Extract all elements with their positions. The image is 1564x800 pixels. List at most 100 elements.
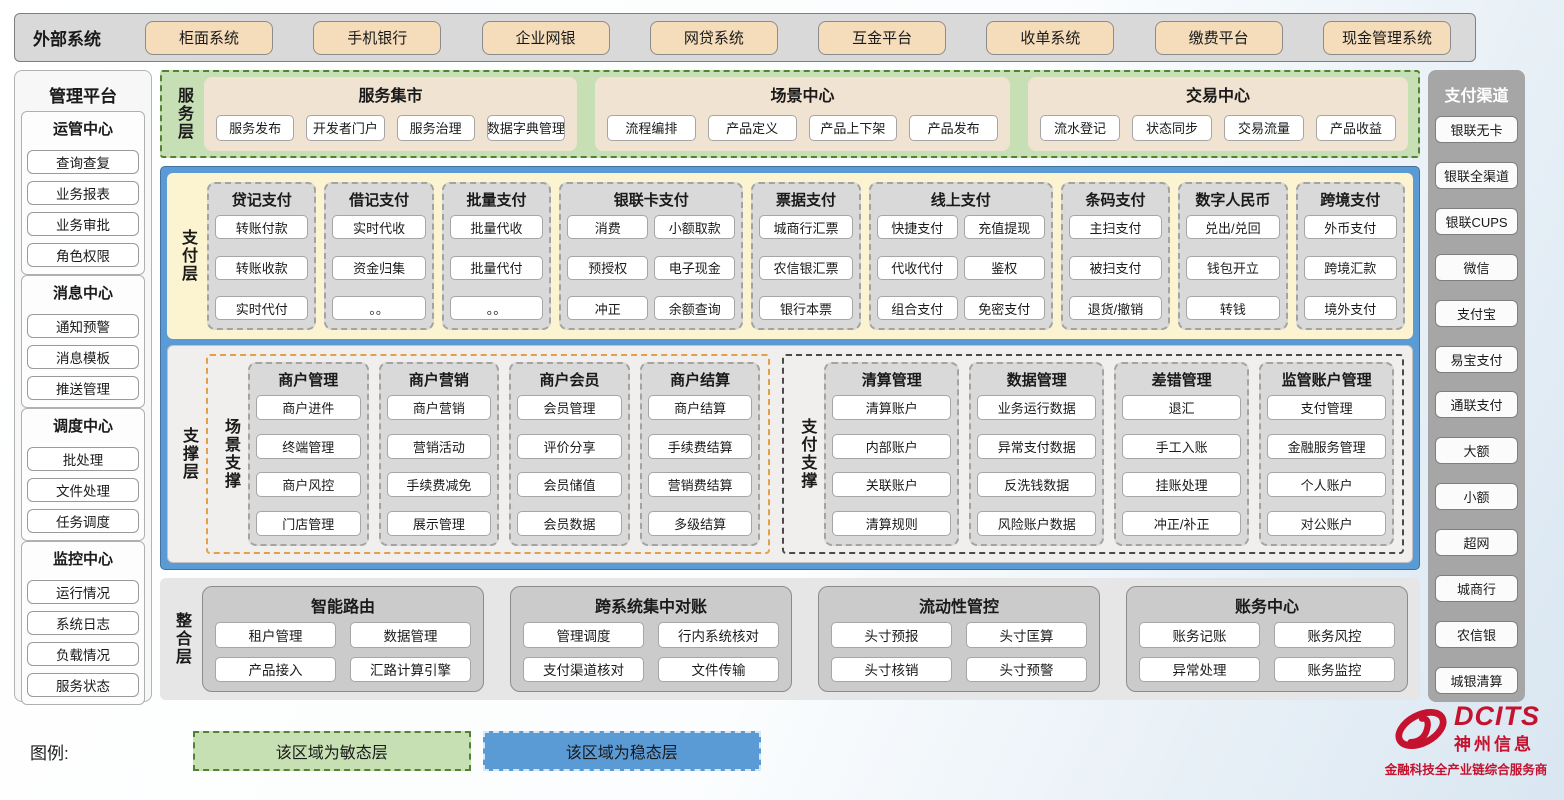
- support-item-button[interactable]: 金融服务管理: [1267, 433, 1387, 459]
- payment-item-button[interactable]: 消费: [567, 215, 649, 239]
- support-item-button[interactable]: 反洗钱数据: [977, 472, 1097, 498]
- payment-channel-button[interactable]: 大额: [1435, 437, 1518, 465]
- payment-channel-button[interactable]: 银联无卡: [1435, 116, 1518, 143]
- payment-item-button[interactable]: 城商行汇票: [759, 215, 853, 239]
- support-item-button[interactable]: 会员管理: [517, 395, 622, 420]
- payment-channel-button[interactable]: 通联支付: [1435, 391, 1518, 419]
- support-item-button[interactable]: 门店管理: [256, 510, 361, 536]
- integration-item-button[interactable]: 异常处理: [1139, 656, 1260, 682]
- payment-item-button[interactable]: 退货/撤销: [1068, 296, 1163, 320]
- support-item-button[interactable]: 手续费结算: [647, 433, 753, 459]
- support-item-button[interactable]: 支付管理: [1267, 395, 1387, 420]
- support-item-button[interactable]: 冲正/补正: [1122, 510, 1242, 536]
- integration-item-button[interactable]: 文件传输: [658, 656, 779, 682]
- payment-item-button[interactable]: 转账收款: [215, 255, 309, 280]
- service-item-button[interactable]: 流水登记: [1039, 114, 1120, 141]
- sidebar-item-button[interactable]: 消息模板: [27, 345, 139, 369]
- sidebar-item-button[interactable]: 服务状态: [27, 673, 139, 697]
- payment-item-button[interactable]: 境外支付: [1303, 296, 1397, 320]
- external-system-button[interactable]: 企业网银: [481, 20, 610, 55]
- external-system-button[interactable]: 网贷系统: [649, 20, 778, 55]
- payment-item-button[interactable]: 外币支付: [1303, 215, 1397, 239]
- support-item-button[interactable]: 退汇: [1122, 395, 1242, 420]
- integration-item-button[interactable]: 数据管理: [350, 622, 471, 648]
- support-item-button[interactable]: 风险账户数据: [977, 510, 1097, 536]
- payment-item-button[interactable]: 预授权: [567, 255, 649, 280]
- payment-item-button[interactable]: 主扫支付: [1068, 215, 1163, 239]
- payment-item-button[interactable]: 鉴权: [963, 255, 1045, 280]
- support-item-button[interactable]: 营销费结算: [647, 472, 753, 498]
- support-item-button[interactable]: 商户结算: [647, 395, 753, 420]
- service-item-button[interactable]: 状态同步: [1132, 114, 1213, 141]
- payment-item-button[interactable]: 小额取款: [654, 215, 736, 239]
- support-item-button[interactable]: 关联账户: [832, 472, 952, 498]
- service-item-button[interactable]: 服务发布: [216, 114, 295, 141]
- payment-channel-button[interactable]: 超网: [1435, 529, 1518, 557]
- service-item-button[interactable]: 产品发布: [909, 114, 998, 141]
- service-item-button[interactable]: 产品收益: [1316, 114, 1397, 141]
- integration-item-button[interactable]: 账务风控: [1274, 622, 1395, 648]
- integration-item-button[interactable]: 头寸匡算: [966, 622, 1087, 648]
- service-item-button[interactable]: 服务治理: [396, 114, 475, 141]
- payment-item-button[interactable]: 组合支付: [876, 296, 958, 320]
- payment-item-button[interactable]: 充值提现: [963, 215, 1045, 239]
- support-item-button[interactable]: 清算规则: [832, 510, 952, 536]
- payment-item-button[interactable]: 批量代付: [449, 255, 544, 280]
- payment-item-button[interactable]: 农信银汇票: [759, 255, 853, 280]
- payment-item-button[interactable]: 批量代收: [449, 215, 544, 239]
- external-system-button[interactable]: 互金平台: [818, 20, 947, 55]
- payment-item-button[interactable]: 兑出/兑回: [1186, 215, 1280, 239]
- payment-item-button[interactable]: 免密支付: [963, 296, 1045, 320]
- payment-item-button[interactable]: 钱包开立: [1186, 255, 1280, 280]
- sidebar-item-button[interactable]: 系统日志: [27, 611, 139, 635]
- payment-item-button[interactable]: 转钱: [1186, 296, 1280, 320]
- support-item-button[interactable]: 终端管理: [256, 433, 361, 459]
- payment-item-button[interactable]: 资金归集: [332, 255, 426, 280]
- integration-item-button[interactable]: 账务监控: [1274, 656, 1395, 682]
- sidebar-item-button[interactable]: 查询查复: [27, 150, 139, 174]
- sidebar-item-button[interactable]: 业务审批: [27, 212, 139, 236]
- payment-item-button[interactable]: 快捷支付: [876, 215, 958, 239]
- payment-channel-button[interactable]: 银联CUPS: [1435, 207, 1518, 235]
- integration-item-button[interactable]: 头寸核销: [831, 656, 952, 682]
- support-item-button[interactable]: 营销活动: [386, 433, 492, 459]
- service-item-button[interactable]: 产品定义: [707, 114, 797, 141]
- payment-item-button[interactable]: 银行本票: [759, 296, 853, 320]
- support-item-button[interactable]: 商户进件: [256, 395, 361, 420]
- sidebar-item-button[interactable]: 文件处理: [27, 478, 139, 502]
- payment-channel-button[interactable]: 农信银: [1435, 620, 1518, 648]
- support-item-button[interactable]: 会员储值: [517, 472, 622, 498]
- service-item-button[interactable]: 产品上下架: [808, 114, 898, 141]
- payment-channel-button[interactable]: 小额: [1435, 483, 1518, 511]
- support-item-button[interactable]: 内部账户: [832, 433, 952, 459]
- integration-item-button[interactable]: 汇路计算引擎: [350, 656, 471, 682]
- support-item-button[interactable]: 会员数据: [517, 510, 622, 536]
- external-system-button[interactable]: 缴费平台: [1154, 20, 1283, 55]
- external-system-button[interactable]: 手机银行: [313, 20, 442, 55]
- external-system-button[interactable]: 收单系统: [986, 20, 1115, 55]
- integration-item-button[interactable]: 租户管理: [215, 622, 336, 648]
- sidebar-item-button[interactable]: 推送管理: [27, 376, 139, 400]
- sidebar-item-button[interactable]: 运行情况: [27, 580, 139, 604]
- sidebar-item-button[interactable]: 角色权限: [27, 243, 139, 267]
- support-item-button[interactable]: 商户风控: [256, 472, 361, 498]
- integration-item-button[interactable]: 管理调度: [523, 622, 644, 648]
- support-item-button[interactable]: 手工入账: [1122, 433, 1242, 459]
- payment-item-button[interactable]: 电子现金: [654, 255, 736, 280]
- payment-item-button[interactable]: 。。: [332, 296, 426, 320]
- sidebar-item-button[interactable]: 通知预警: [27, 314, 139, 338]
- payment-channel-button[interactable]: 银联全渠道: [1435, 161, 1518, 189]
- support-item-button[interactable]: 挂账处理: [1122, 472, 1242, 498]
- sidebar-item-button[interactable]: 业务报表: [27, 181, 139, 205]
- support-item-button[interactable]: 评价分享: [517, 433, 622, 459]
- external-system-button[interactable]: 柜面系统: [145, 20, 273, 55]
- sidebar-item-button[interactable]: 任务调度: [27, 509, 139, 533]
- service-item-button[interactable]: 开发者门户: [306, 114, 385, 141]
- payment-item-button[interactable]: 被扫支付: [1068, 255, 1163, 280]
- payment-item-button[interactable]: 。。: [449, 296, 544, 320]
- service-item-button[interactable]: 数据字典管理: [486, 114, 566, 141]
- payment-channel-button[interactable]: 城银清算: [1435, 666, 1518, 694]
- payment-item-button[interactable]: 跨境汇款: [1303, 255, 1397, 280]
- integration-item-button[interactable]: 行内系统核对: [658, 622, 779, 648]
- payment-item-button[interactable]: 冲正: [567, 296, 649, 320]
